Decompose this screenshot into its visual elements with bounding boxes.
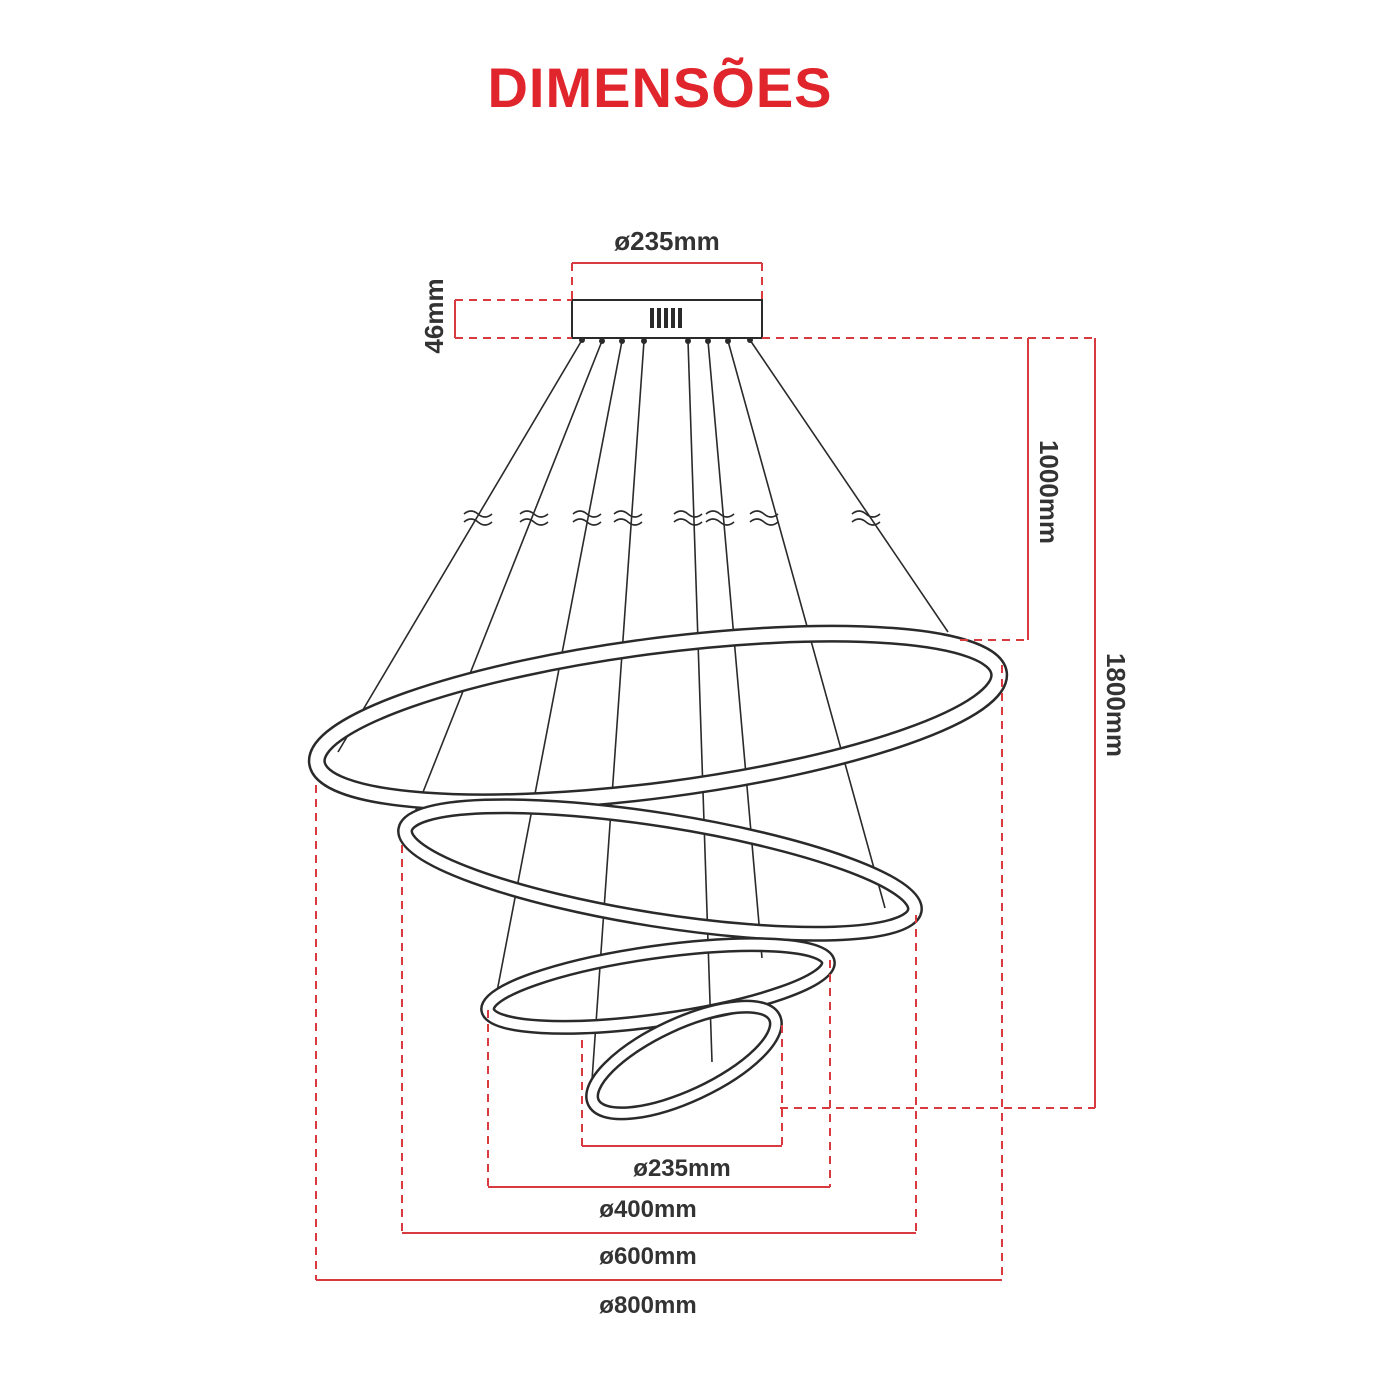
suspension-cables (337, 339, 949, 1081)
ring3-diameter-label: ø600mm (599, 1243, 696, 1270)
ring2-diameter-label: ø400mm (599, 1196, 696, 1223)
page-title: DIMENSÕES (487, 56, 833, 119)
ring-800 (307, 624, 1009, 812)
canopy-height-label: 46mm (419, 278, 449, 353)
canopy-connector-icon (650, 308, 682, 328)
ring1-diameter-label: ø235mm (633, 1155, 730, 1182)
cable-break-marks (463, 510, 881, 526)
canopy (571, 299, 763, 344)
dimension-lines (315, 262, 1096, 1281)
ring4-diameter-label: ø800mm (599, 1292, 696, 1319)
ring-400 (480, 937, 836, 1035)
total-height-label: 1800mm (1101, 653, 1131, 757)
ring-235 (585, 999, 783, 1121)
ring-600 (397, 798, 923, 942)
canopy-diameter-label: ø235mm (614, 226, 720, 256)
cable-length-label: 1000mm (1034, 440, 1064, 544)
